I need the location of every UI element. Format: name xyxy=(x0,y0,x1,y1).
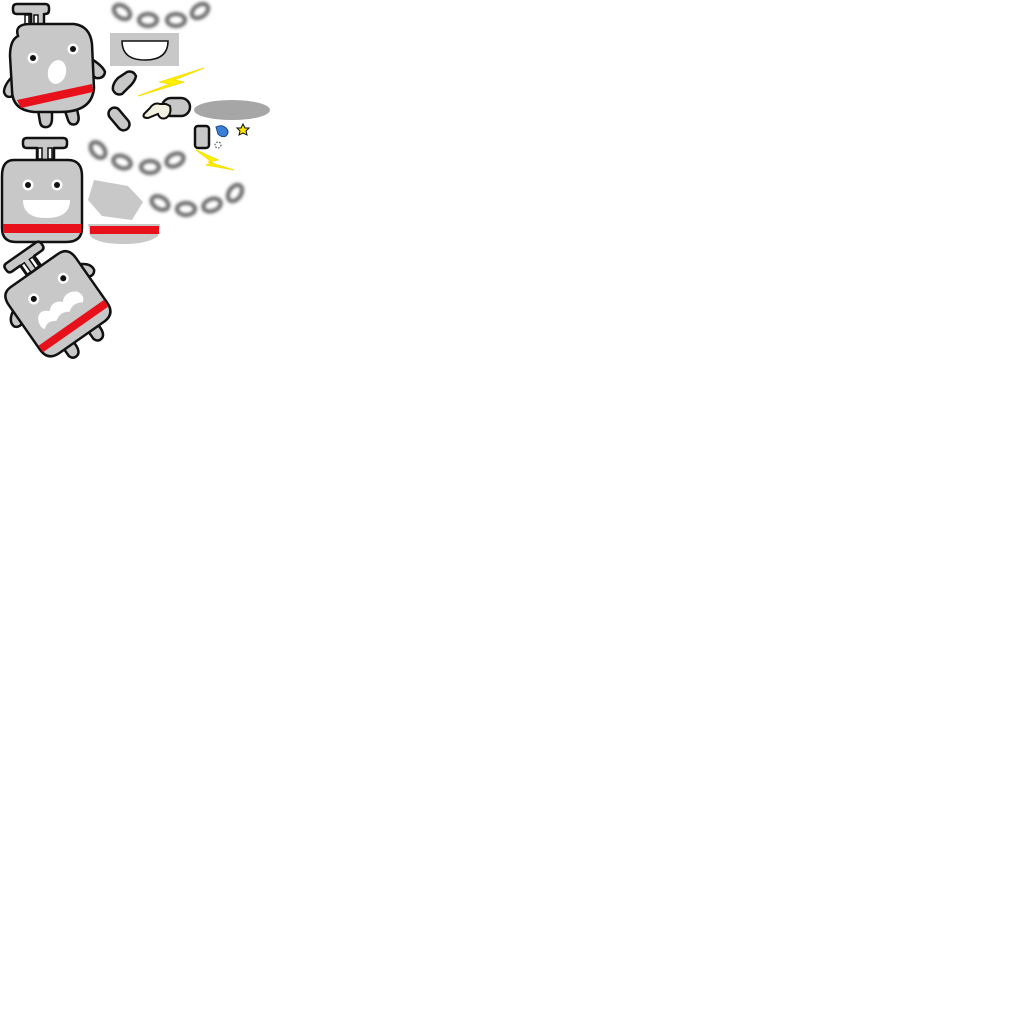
chain-link-icon xyxy=(175,201,197,217)
mouth-smile-icon xyxy=(23,200,70,218)
handle-slot-icon xyxy=(47,147,53,160)
limb-pieces xyxy=(107,70,211,150)
mouth-o-icon xyxy=(47,60,67,84)
sparkle-icon xyxy=(214,141,222,149)
sash-icon xyxy=(3,224,81,233)
character-smile-sprite xyxy=(0,136,84,244)
chain-link-icon xyxy=(88,140,108,160)
chain-link-icon xyxy=(139,159,161,175)
star-icon xyxy=(235,122,251,136)
pointing-hand-sprite xyxy=(142,96,192,120)
body-pieces xyxy=(88,180,160,244)
mouth-smile-icon xyxy=(121,40,169,61)
lightning-bolt-icon xyxy=(195,149,235,171)
body-shard-icon xyxy=(88,180,143,220)
chain-link-icon xyxy=(137,12,159,28)
handle-icon xyxy=(3,240,45,277)
chain-link-icon xyxy=(165,12,187,28)
handle-slot-icon xyxy=(37,147,43,160)
chain-link-icon xyxy=(111,153,133,171)
chain-link-icon xyxy=(164,151,186,169)
chain-link-icon xyxy=(189,1,211,21)
sash-icon xyxy=(38,299,109,353)
leg-icon xyxy=(36,108,54,129)
mouth-teeth-icon xyxy=(38,291,84,329)
chain-link-icon xyxy=(225,182,245,204)
chain-link-icon xyxy=(201,196,223,214)
pupil-icon xyxy=(60,275,67,282)
pupil-icon xyxy=(70,46,76,52)
mouth-panel-sprite xyxy=(110,33,179,66)
pupil-icon xyxy=(30,295,37,302)
chain-link-icon xyxy=(111,2,133,22)
sash-piece-icon xyxy=(90,226,159,234)
arm-piece-icon xyxy=(111,70,138,96)
pupil-icon xyxy=(30,55,36,61)
pupil-icon xyxy=(54,182,60,188)
pupil-icon xyxy=(25,182,31,188)
sash-icon xyxy=(17,84,93,108)
lightning-sprite xyxy=(137,67,235,171)
handle-icon xyxy=(21,136,69,162)
pointing-hand-icon xyxy=(142,102,172,120)
chain-link-icon xyxy=(149,194,171,212)
shadow-icon xyxy=(194,100,270,120)
character-tilted-sprite xyxy=(3,240,112,359)
blur-chain-sprite xyxy=(88,140,186,175)
blur-chain-sprite xyxy=(149,182,245,217)
lightning-bolt-icon xyxy=(137,67,205,97)
sweat-drop-icon xyxy=(215,125,229,138)
leg-piece-icon xyxy=(107,106,131,132)
blur-chain-sprite xyxy=(111,1,211,28)
block-piece-icon xyxy=(193,124,211,150)
character-surprised-sprite xyxy=(2,2,107,129)
